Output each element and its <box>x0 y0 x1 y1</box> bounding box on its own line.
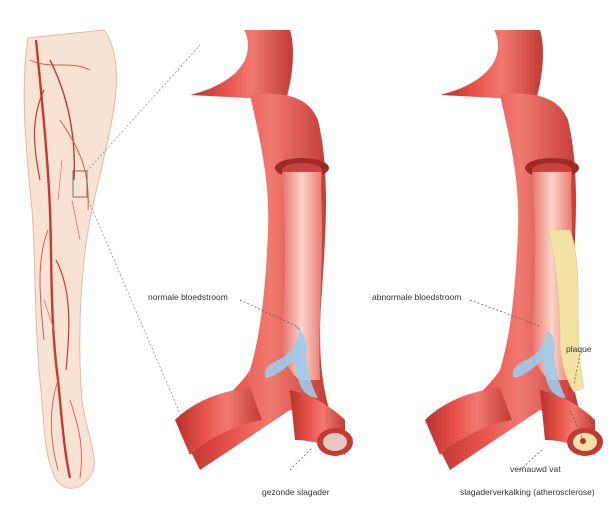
label-healthy-artery: gezonde slagader <box>262 487 330 497</box>
label-abnormal-flow: abnormale bloedstroom <box>372 292 461 302</box>
healthy-artery-illustration <box>175 30 353 470</box>
label-atherosclerosis: slagaderverkalking (atherosclerose) <box>460 487 595 497</box>
label-normal-flow: normale bloedstroom <box>148 292 228 302</box>
diseased-artery-illustration <box>425 30 603 470</box>
label-plaque: plaque <box>566 344 592 354</box>
leg-illustration <box>24 30 200 488</box>
label-narrowed-vessel: vernauwd vat <box>510 464 561 474</box>
